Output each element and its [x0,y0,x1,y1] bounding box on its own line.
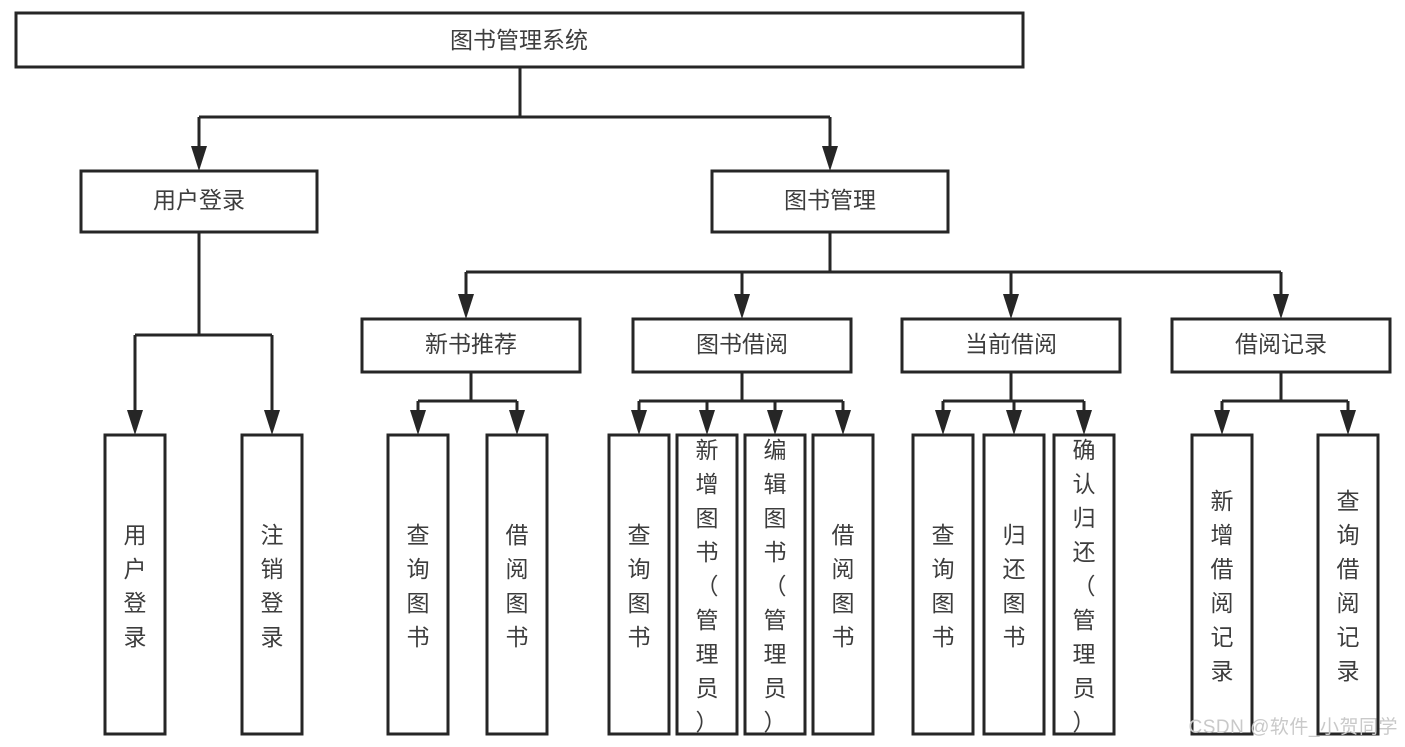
node-leaf-edit-book-admin-box[interactable] [743,433,807,736]
node-leaf-add-borrow-record-label: 新增借阅记录 [1211,488,1234,684]
node-leaf-borrow-book-new-box[interactable] [485,433,549,736]
node-leaf-query-book-new-box[interactable] [386,433,450,736]
node-book-management-box[interactable] [710,169,950,234]
arrowhead-leaf-logout [264,410,280,435]
arrowhead-leaf-add-book [699,410,715,435]
node-leaf-logout-label: 注销登录 [261,522,284,650]
arrowhead-leaf-query-book-current [935,410,951,435]
node-leaf-query-book-new-label: 查询图书 [407,522,430,650]
arrowhead-leaf-query-book-new [410,410,426,435]
connector-layer [127,67,1356,435]
node-leaf-logout[interactable]: 注销登录 [240,433,304,736]
node-root-label: 图书管理系统 [450,27,588,53]
arrowhead-borrow-record [1273,294,1289,319]
arrowhead-leaf-query-borrow-record [1340,410,1356,435]
node-borrow-record[interactable]: 借阅记录 [1170,317,1392,374]
arrowhead-leaf-return-book [1006,410,1022,435]
arrowhead-new-book-recommend [458,294,474,319]
leaf-node-layer: 用户登录 注销登录 查询图书 借阅图书 查询图书 新增图书（管理员） 编辑图书（管理员） 借阅… [103,433,1380,736]
node-leaf-borrow-book[interactable]: 借阅图书 [811,433,875,736]
node-leaf-query-book-borrow[interactable]: 查询图书 [607,433,671,736]
node-leaf-add-book-admin-box[interactable] [675,433,739,736]
node-leaf-query-book-current-label: 查询图书 [932,522,955,650]
node-leaf-query-book-borrow-label: 查询图书 [628,522,651,650]
node-book-borrow-box[interactable] [631,317,853,374]
node-leaf-query-book-new[interactable]: 查询图书 [386,433,450,736]
node-leaf-user-login[interactable]: 用户登录 [103,433,167,736]
arrowhead-leaf-user-login [127,410,143,435]
node-borrow-record-box[interactable] [1170,317,1392,374]
node-leaf-borrow-book-new-label: 借阅图书 [506,522,529,650]
arrowhead-leaf-confirm-return [1076,410,1092,435]
node-book-management-label: 图书管理 [784,187,876,213]
node-book-management[interactable]: 图书管理 [710,169,950,234]
node-new-book-recommend[interactable]: 新书推荐 [360,317,582,374]
node-leaf-query-borrow-record-box[interactable] [1316,433,1380,736]
node-new-book-recommend-label: 新书推荐 [425,331,517,357]
csdn-watermark: CSDN @软件_小贺同学 [1189,716,1398,738]
node-root-box[interactable] [14,11,1025,69]
arrowhead-leaf-add-borrow-record [1214,410,1230,435]
node-root[interactable]: 图书管理系统 [14,11,1025,69]
node-leaf-confirm-return-admin-label: 确认归还（管理员） [1073,437,1096,735]
node-leaf-borrow-book-label: 借阅图书 [832,522,855,650]
node-user-login[interactable]: 用户登录 [79,169,319,234]
node-leaf-return-book[interactable]: 归还图书 [982,433,1046,736]
arrowhead-book-borrow [734,294,750,319]
node-user-login-label: 用户登录 [153,187,245,213]
node-current-borrow[interactable]: 当前借阅 [900,317,1122,374]
node-leaf-add-book-admin-label: 新增图书（管理员） [696,437,719,735]
node-borrow-record-label: 借阅记录 [1235,331,1327,357]
node-leaf-edit-book-admin[interactable]: 编辑图书（管理员） [743,433,807,736]
arrowhead-leaf-borrow-book-new [509,410,525,435]
node-book-borrow[interactable]: 图书借阅 [631,317,853,374]
node-current-borrow-box[interactable] [900,317,1122,374]
node-leaf-borrow-book-new[interactable]: 借阅图书 [485,433,549,736]
node-current-borrow-label: 当前借阅 [965,331,1057,357]
node-leaf-add-borrow-record-box[interactable] [1190,433,1254,736]
node-leaf-query-book-borrow-box[interactable] [607,433,671,736]
arrowhead-leaf-edit-book [767,410,783,435]
arrowhead-leaf-query-book-borrow [631,410,647,435]
node-leaf-return-book-label: 归还图书 [1003,522,1026,650]
node-leaf-logout-box[interactable] [240,433,304,736]
arrowhead-book-management [822,146,838,171]
node-leaf-add-borrow-record[interactable]: 新增借阅记录 [1190,433,1254,736]
node-leaf-user-login-box[interactable] [103,433,167,736]
node-leaf-query-book-current-box[interactable] [911,433,975,736]
node-leaf-confirm-return-admin-box[interactable] [1052,433,1116,736]
node-leaf-add-book-admin[interactable]: 新增图书（管理员） [675,433,739,736]
node-user-login-box[interactable] [79,169,319,234]
arrowhead-user-login [191,146,207,171]
arrowhead-leaf-borrow-book [835,410,851,435]
node-leaf-return-book-box[interactable] [982,433,1046,736]
node-leaf-query-borrow-record-label: 查询借阅记录 [1337,488,1360,684]
node-leaf-borrow-book-box[interactable] [811,433,875,736]
node-leaf-user-login-label: 用户登录 [124,522,147,650]
node-leaf-confirm-return-admin[interactable]: 确认归还（管理员） [1052,433,1116,736]
node-leaf-query-borrow-record[interactable]: 查询借阅记录 [1316,433,1380,736]
node-book-borrow-label: 图书借阅 [696,331,788,357]
node-leaf-query-book-current[interactable]: 查询图书 [911,433,975,736]
node-leaf-edit-book-admin-label: 编辑图书（管理员） [764,437,787,735]
arrowhead-current-borrow [1003,294,1019,319]
node-new-book-recommend-box[interactable] [360,317,582,374]
